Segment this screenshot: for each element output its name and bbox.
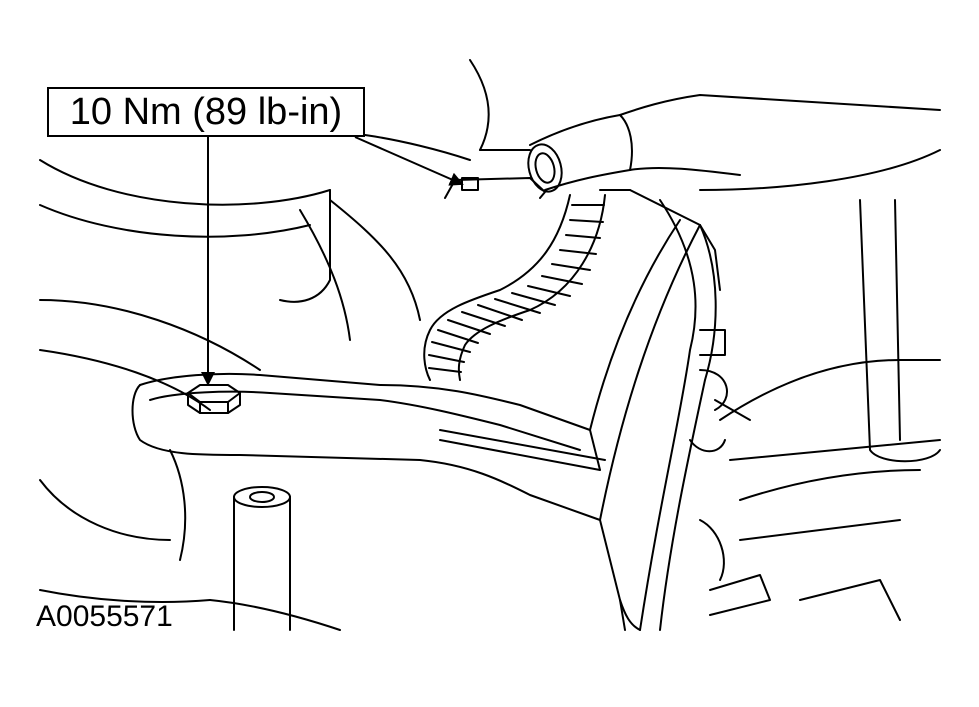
figure-reference-id: A0055571 [36, 600, 173, 633]
housing-outline [39, 59, 531, 303]
torque-callout: 10 Nm (89 lb-in) [47, 87, 365, 137]
coolant-tube [527, 94, 941, 193]
stud-post [233, 486, 291, 631]
engine-contours [39, 199, 421, 631]
torque-spec-label: 10 Nm (89 lb-in) [69, 91, 343, 133]
right-side-machinery [689, 199, 941, 621]
nut-fastener [444, 177, 546, 199]
bolt-head [187, 384, 241, 414]
arrow-icon [354, 136, 464, 186]
callout-arrows [201, 136, 464, 386]
mounting-bracket [131, 189, 721, 631]
wire-harness [423, 194, 606, 381]
